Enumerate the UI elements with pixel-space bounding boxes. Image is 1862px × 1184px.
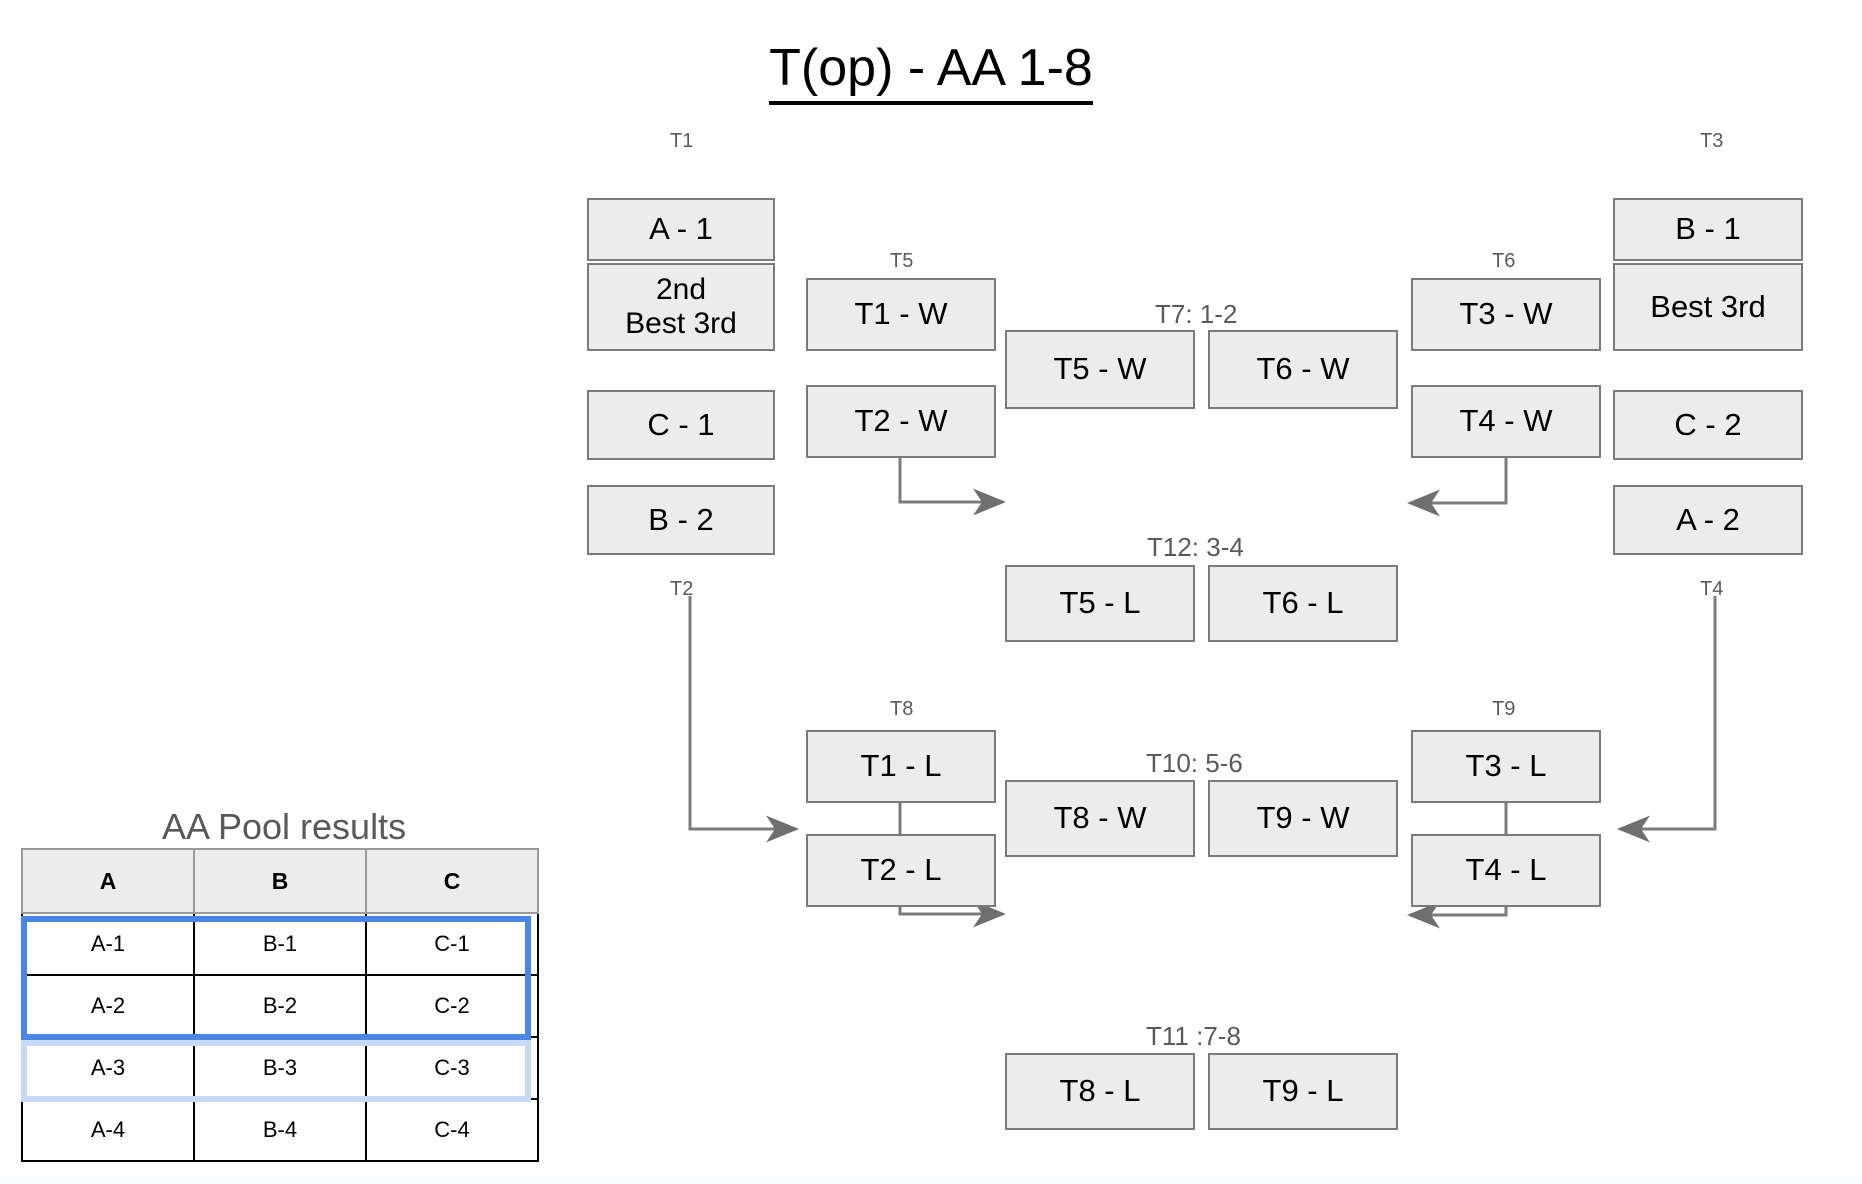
cell-c4: C-4	[365, 1098, 539, 1162]
box-b2[interactable]: B - 2	[587, 485, 775, 555]
table-row: A-2 B-2 C-2	[21, 974, 539, 1038]
label-t1: T1	[670, 130, 694, 152]
box-a1[interactable]: A - 1	[587, 198, 775, 261]
cell-c3: C-3	[365, 1036, 539, 1100]
box-t2-w[interactable]: T2 - W	[806, 385, 996, 458]
box-t9-w[interactable]: T9 - W	[1208, 780, 1398, 857]
label-t2: T2	[670, 578, 694, 600]
bottom-edge-strip	[0, 1176, 1862, 1184]
box-t8-l[interactable]: T8 - L	[1005, 1053, 1195, 1130]
cell-b4: B-4	[193, 1098, 367, 1162]
label-t7: T7: 1-2	[1155, 299, 1238, 329]
box-b1[interactable]: B - 1	[1613, 198, 1803, 261]
table-row: A-1 B-1 C-1	[21, 912, 539, 976]
cell-c2: C-2	[365, 974, 539, 1038]
box-t5-l[interactable]: T5 - L	[1005, 565, 1195, 642]
label-t11: T11 :7-8	[1146, 1021, 1241, 1051]
label-t4: T4	[1700, 578, 1724, 600]
box-t3-l[interactable]: T3 - L	[1411, 730, 1601, 803]
page-title: T(op) - AA 1-8	[0, 38, 1862, 105]
cell-c1: C-1	[365, 912, 539, 976]
box-t1-l[interactable]: T1 - L	[806, 730, 996, 803]
box-t5-w[interactable]: T5 - W	[1005, 330, 1195, 409]
label-t8: T8	[890, 698, 914, 720]
box-t4-l[interactable]: T4 - L	[1411, 834, 1601, 907]
pool-results-table: A B C A-1 B-1 C-1 A-2 B-2 C-2 A-3 B-3 C-…	[21, 848, 539, 1162]
box-t9-l[interactable]: T9 - L	[1208, 1053, 1398, 1130]
label-t3: T3	[1700, 130, 1724, 152]
label-t5: T5	[890, 250, 914, 272]
cell-b2: B-2	[193, 974, 367, 1038]
box-best-3rd[interactable]: Best 3rd	[1613, 263, 1803, 351]
table-header-row: A B C	[21, 848, 539, 914]
box-t1-w[interactable]: T1 - W	[806, 278, 996, 351]
label-t9: T9	[1492, 698, 1516, 720]
cell-b3: B-3	[193, 1036, 367, 1100]
column-header-a: A	[21, 848, 195, 914]
cell-b1: B-1	[193, 912, 367, 976]
cell-a2: A-2	[21, 974, 195, 1038]
box-t3-w[interactable]: T3 - W	[1411, 278, 1601, 351]
cell-a1: A-1	[21, 912, 195, 976]
table-row: A-4 B-4 C-4	[21, 1098, 539, 1162]
box-t6-l[interactable]: T6 - L	[1208, 565, 1398, 642]
cell-a3: A-3	[21, 1036, 195, 1100]
pool-results-title: AA Pool results	[161, 806, 407, 847]
box-c2[interactable]: C - 2	[1613, 390, 1803, 460]
box-c1[interactable]: C - 1	[587, 390, 775, 460]
label-t6: T6	[1492, 250, 1516, 272]
table-row: A-3 B-3 C-3	[21, 1036, 539, 1100]
box-t6-w[interactable]: T6 - W	[1208, 330, 1398, 409]
box-t2-l[interactable]: T2 - L	[806, 834, 996, 907]
column-header-c: C	[365, 848, 539, 914]
label-t12: T12: 3-4	[1147, 532, 1244, 562]
box-a2[interactable]: A - 2	[1613, 485, 1803, 555]
cell-a4: A-4	[21, 1098, 195, 1162]
column-header-b: B	[193, 848, 367, 914]
page-title-text: T(op) - AA 1-8	[769, 39, 1093, 105]
box-t4-w[interactable]: T4 - W	[1411, 385, 1601, 458]
box-second-best-3rd[interactable]: 2nd Best 3rd	[587, 263, 775, 351]
label-t10: T10: 5-6	[1146, 748, 1243, 778]
box-t8-w[interactable]: T8 - W	[1005, 780, 1195, 857]
